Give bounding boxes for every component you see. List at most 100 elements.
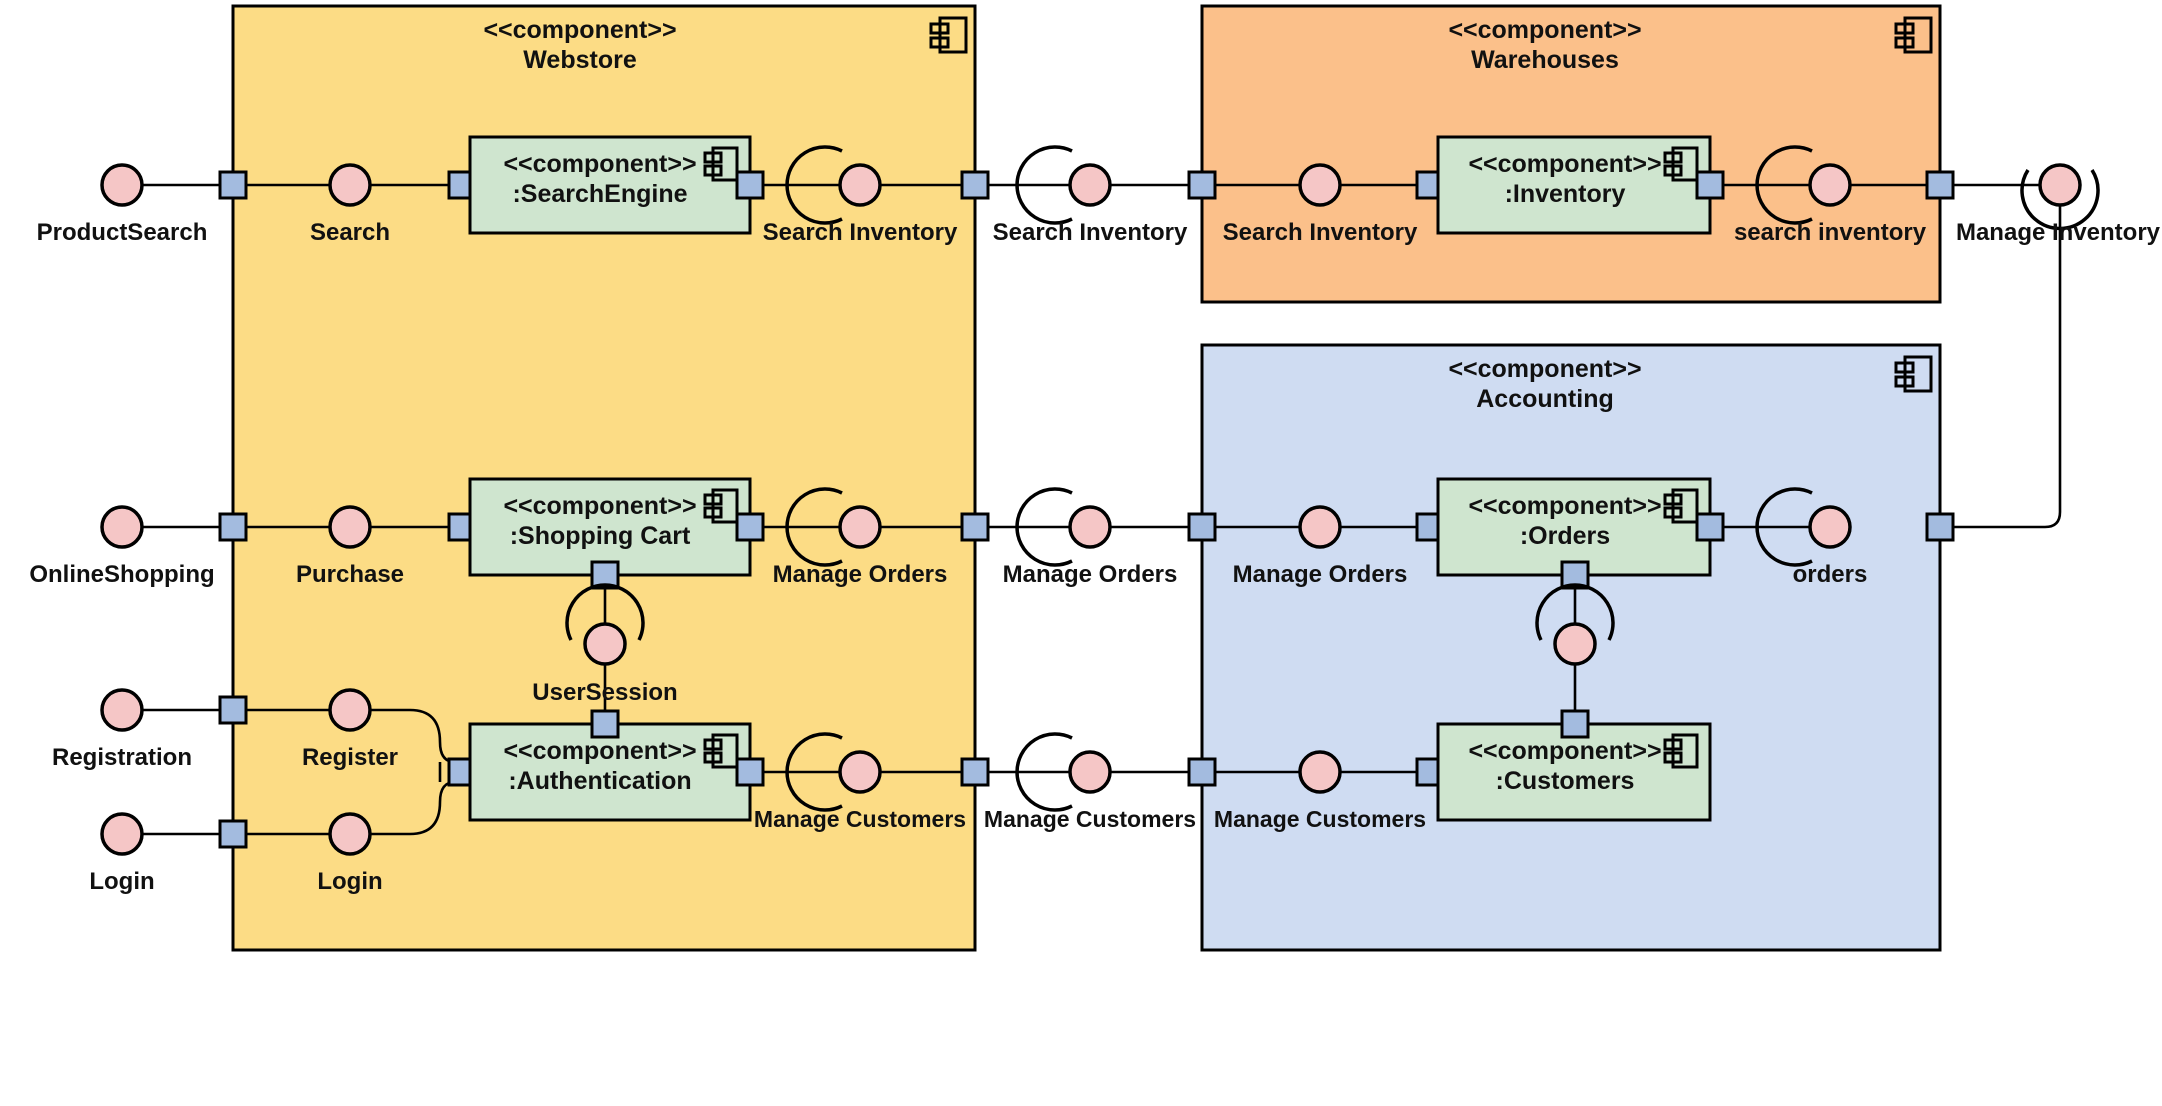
component-icon — [929, 16, 968, 54]
interface-manage-orders-3[interactable]: Manage Orders — [1233, 505, 1408, 588]
interface-manage-customers-3[interactable]: Manage Customers — [1214, 750, 1426, 832]
interface-manage-customers-2[interactable]: Manage Customers — [984, 732, 1196, 832]
provided-interface-ball[interactable] — [100, 688, 144, 732]
required-interface-socket — [785, 732, 843, 812]
required-interface-socket — [1755, 145, 1813, 225]
port-searchengine-east[interactable] — [735, 170, 765, 200]
component-authentication[interactable]: <<component>> :Authentication — [468, 722, 752, 822]
interface-search-inventory-3[interactable]: Search Inventory — [1223, 163, 1418, 246]
provided-interface-ball[interactable] — [1298, 750, 1342, 794]
provided-interface-ball[interactable] — [328, 688, 372, 732]
component-customers[interactable]: <<component>> :Customers — [1436, 722, 1712, 822]
interface-label: UserSession — [532, 679, 677, 706]
interface-registration[interactable]: Registration — [52, 688, 192, 771]
package-warehouses-stereotype: <<component>> — [1448, 16, 1641, 44]
port-webstore-manage-orders[interactable] — [960, 512, 990, 542]
provided-interface-ball[interactable] — [328, 505, 372, 549]
provided-interface-ball[interactable] — [838, 163, 882, 207]
port-webstore-manage-customers[interactable] — [960, 757, 990, 787]
component-searchengine[interactable]: <<component>> :SearchEngine — [468, 135, 752, 235]
interface-label: Login — [89, 868, 154, 895]
interface-login-internal[interactable]: Login — [317, 812, 383, 895]
interface-label: Manage Customers — [754, 806, 966, 832]
provided-interface-ball[interactable] — [328, 812, 372, 856]
provided-interface-ball[interactable] — [100, 505, 144, 549]
interface-purchase[interactable]: Purchase — [296, 505, 404, 588]
interface-orders[interactable]: orders — [1755, 487, 1867, 588]
provided-interface-ball[interactable] — [838, 505, 882, 549]
port-orders-east[interactable] — [1695, 512, 1725, 542]
port-webstore-onlineshopping[interactable] — [218, 512, 248, 542]
interface-usersession[interactable]: UserSession — [532, 583, 678, 706]
interface-search-inventory-4[interactable]: search inventory — [1734, 145, 1927, 246]
component-icon — [1663, 146, 1699, 182]
port-webstore-productsearch[interactable] — [218, 170, 248, 200]
component-stereotype: <<component>> — [1468, 492, 1661, 520]
port-accounting-manage-orders[interactable] — [1187, 512, 1217, 542]
interface-manage-inventory[interactable]: Manage Inventory — [1956, 163, 2161, 246]
interface-label: Purchase — [296, 561, 404, 588]
provided-interface-ball[interactable] — [100, 163, 144, 207]
interface-label: Search Inventory — [993, 219, 1188, 246]
component-orders[interactable]: <<component>> :Orders — [1436, 477, 1712, 577]
provided-interface-ball[interactable] — [1808, 505, 1852, 549]
port-inventory-east[interactable] — [1695, 170, 1725, 200]
port-accounting-east[interactable] — [1925, 512, 1955, 542]
port-authentication-north[interactable] — [590, 709, 620, 739]
provided-interface-ball[interactable] — [1068, 505, 1112, 549]
port-warehouses-east[interactable] — [1925, 170, 1955, 200]
component-name: :Authentication — [508, 767, 691, 795]
interface-label: Registration — [52, 744, 192, 771]
interface-orders-customers[interactable] — [1535, 583, 1615, 666]
interface-login-external[interactable]: Login — [89, 812, 155, 895]
component-authentication-body[interactable] — [468, 722, 752, 822]
provided-interface-ball[interactable] — [1808, 163, 1852, 207]
interface-onlineshopping[interactable]: OnlineShopping — [29, 505, 215, 588]
package-accounting-stereotype: <<component>> — [1448, 355, 1641, 383]
component-name: :Shopping Cart — [510, 522, 691, 550]
interface-label: Search Inventory — [1223, 219, 1418, 246]
required-interface-socket — [1015, 145, 1073, 225]
provided-interface-ball[interactable] — [1553, 622, 1597, 666]
interface-productsearch[interactable]: ProductSearch — [37, 163, 208, 246]
interface-manage-orders-1[interactable]: Manage Orders — [773, 487, 948, 588]
component-inventory-body[interactable] — [1436, 135, 1712, 235]
provided-interface-ball[interactable] — [1298, 163, 1342, 207]
port-authentication-east[interactable] — [735, 757, 765, 787]
port-accounting-manage-customers[interactable] — [1187, 757, 1217, 787]
component-orders-body[interactable] — [1436, 477, 1712, 577]
required-interface-socket — [1535, 583, 1615, 641]
port-webstore-login[interactable] — [218, 819, 248, 849]
interface-register[interactable]: Register — [302, 688, 398, 771]
port-webstore-search-inventory[interactable] — [960, 170, 990, 200]
provided-interface-ball[interactable] — [100, 812, 144, 856]
package-webstore-name: Webstore — [523, 46, 637, 74]
required-interface-socket — [1015, 487, 1073, 567]
interface-search-inventory-1[interactable]: Search Inventory — [763, 145, 958, 246]
provided-interface-ball[interactable] — [1068, 750, 1112, 794]
interface-search-inventory-2[interactable]: Search Inventory — [993, 145, 1188, 246]
component-name: :Inventory — [1505, 180, 1626, 208]
provided-interface-ball[interactable] — [838, 750, 882, 794]
required-interface-socket — [785, 145, 843, 225]
interface-search[interactable]: Search — [310, 163, 390, 246]
component-shoppingcart[interactable]: <<component>> :Shopping Cart — [468, 477, 752, 577]
interface-manage-orders-2[interactable]: Manage Orders — [1003, 487, 1178, 588]
interface-manage-customers-1[interactable]: Manage Customers — [754, 732, 966, 832]
component-searchengine-body[interactable] — [468, 135, 752, 235]
provided-interface-ball[interactable] — [1298, 505, 1342, 549]
port-customers-north[interactable] — [1560, 709, 1590, 739]
required-interface-socket — [785, 487, 843, 567]
provided-interface-ball[interactable] — [583, 622, 627, 666]
component-inventory[interactable]: <<component>> :Inventory — [1436, 135, 1712, 235]
required-interface-socket — [2020, 169, 2100, 231]
port-webstore-registration[interactable] — [218, 695, 248, 725]
provided-interface-ball[interactable] — [328, 163, 372, 207]
provided-interface-ball[interactable] — [2038, 163, 2082, 207]
interface-label: search inventory — [1734, 219, 1927, 246]
component-stereotype: <<component>> — [503, 492, 696, 520]
port-warehouses-search-inventory[interactable] — [1187, 170, 1217, 200]
port-shoppingcart-east[interactable] — [735, 512, 765, 542]
provided-interface-ball[interactable] — [1068, 163, 1112, 207]
